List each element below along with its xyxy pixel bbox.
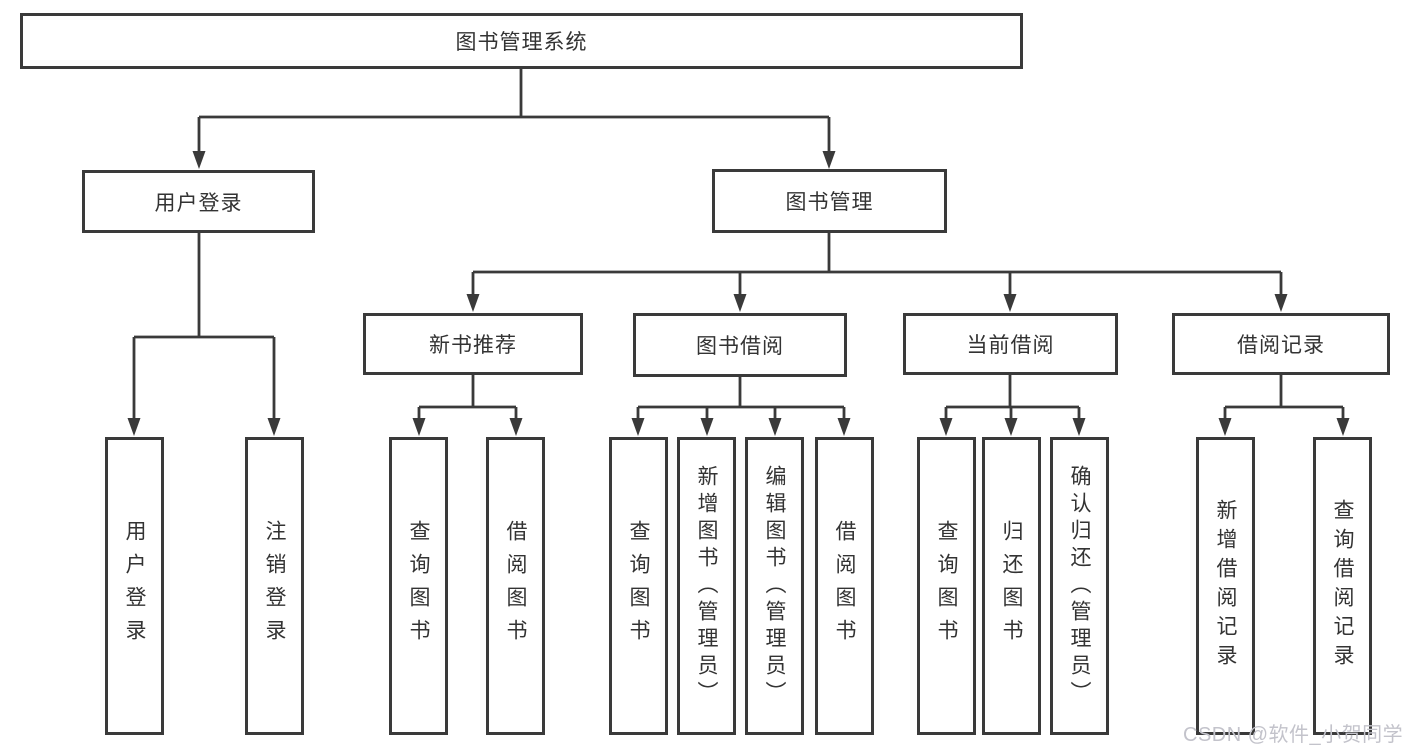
connector-book-mgmt-children [473,233,1281,274]
leaf-logout: 注销登录 [245,437,304,735]
connector-book-borrow-children [638,377,844,409]
leaf-query-books-2: 查询图书 [609,437,668,735]
leaf-query-books-3: 查询图书 [917,437,976,735]
leaf-query-borrow-record: 查询借阅记录 [1313,437,1372,735]
leaf-user-login: 用户登录 [105,437,164,735]
connector-user-login-children [134,233,274,339]
node-borrow-records: 借阅记录 [1172,313,1390,375]
connector-new-book-children [419,375,516,409]
node-new-book-recommend: 新书推荐 [363,313,583,375]
leaf-borrow-books-2: 借阅图书 [815,437,874,735]
leaf-confirm-return-admin: 确认归还（管理员） [1050,437,1109,735]
connector-borrow-record-children [1225,375,1343,409]
node-user-login: 用户登录 [82,170,315,233]
connector-root-to-level2 [199,69,829,119]
leaf-query-books-1: 查询图书 [389,437,448,735]
leaf-add-book-admin: 新增图书（管理员） [677,437,736,735]
node-root: 图书管理系统 [20,13,1023,69]
leaf-add-borrow-record: 新增借阅记录 [1196,437,1255,735]
node-book-management: 图书管理 [712,169,947,233]
leaf-edit-book-admin: 编辑图书（管理员） [745,437,804,735]
leaf-return-books: 归还图书 [982,437,1041,735]
connector-current-borrow-children [946,375,1079,409]
node-current-borrow: 当前借阅 [903,313,1118,375]
watermark: CSDN @软件_小贺同学 [1183,724,1404,746]
node-book-borrow: 图书借阅 [633,313,847,377]
leaf-borrow-books-1: 借阅图书 [486,437,545,735]
